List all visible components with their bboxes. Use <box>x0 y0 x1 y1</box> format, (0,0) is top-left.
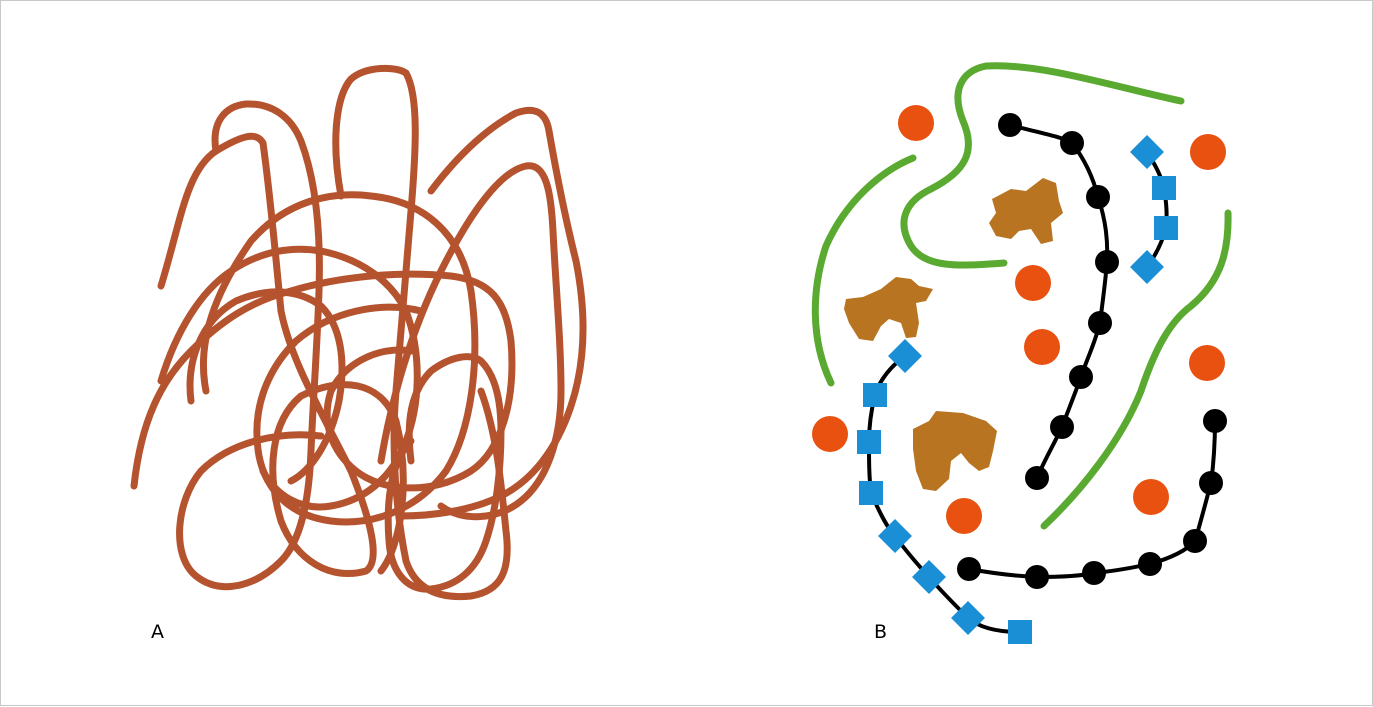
panel-a-scribble <box>130 64 587 601</box>
chain-node <box>1050 415 1074 439</box>
blue-marker <box>912 560 946 594</box>
chain-node <box>957 557 981 581</box>
chain-node <box>1203 409 1227 433</box>
blue-marker <box>1130 250 1164 284</box>
orange-dot <box>1190 134 1226 170</box>
orange-dot <box>898 105 934 141</box>
blue-marker <box>951 601 985 635</box>
chain-line <box>1145 150 1169 269</box>
chain-node <box>1138 552 1162 576</box>
orange-dots <box>812 105 1226 534</box>
green-line <box>900 62 1185 269</box>
brown-blob <box>989 178 1063 244</box>
scribble-stroke <box>157 245 421 511</box>
orange-dot <box>1133 479 1169 515</box>
chain-node <box>1088 311 1112 335</box>
orange-dot <box>1015 265 1051 301</box>
chain-node <box>1199 471 1223 495</box>
panel-a-label: A <box>151 621 164 643</box>
chain-node <box>998 113 1022 137</box>
blue-marker <box>863 383 887 407</box>
chain-node <box>1060 131 1084 155</box>
scribble-stroke <box>397 106 587 520</box>
blue-marker <box>1152 176 1176 200</box>
scribble-stroke <box>377 162 565 521</box>
chain-line <box>967 419 1217 580</box>
orange-dot <box>1189 345 1225 381</box>
chain-node <box>1183 529 1207 553</box>
orange-dot <box>1024 329 1060 365</box>
scribble-stroke <box>176 100 325 591</box>
brown-blob <box>844 277 933 341</box>
blue-marker <box>1154 216 1178 240</box>
scribble-stroke <box>157 132 407 578</box>
scribble-stroke <box>384 353 505 593</box>
panel-b-label: B <box>874 621 888 643</box>
chain-node <box>1086 185 1110 209</box>
panel-b-diagram <box>811 62 1232 644</box>
blue-marker <box>1130 135 1164 169</box>
blue-chain-2 <box>857 339 1032 644</box>
chain-node <box>1082 561 1106 585</box>
brown-blob <box>913 411 997 491</box>
chain-line <box>866 354 1022 634</box>
brown-blobs <box>844 178 1063 491</box>
green-line <box>811 154 917 387</box>
blue-marker <box>859 481 883 505</box>
blue-marker <box>857 430 881 454</box>
scribble-stroke <box>199 191 479 526</box>
orange-dot <box>812 416 848 452</box>
green-line <box>1040 209 1232 530</box>
blue-chain-1 <box>1130 135 1178 284</box>
black-chain-2 <box>957 409 1227 589</box>
chain-node <box>1025 466 1049 490</box>
chain-node <box>1095 250 1119 274</box>
blue-marker <box>1008 620 1032 644</box>
blue-marker <box>888 339 922 373</box>
blue-marker <box>878 519 912 553</box>
chain-node <box>1069 365 1093 389</box>
chain-node <box>1025 565 1049 589</box>
scribble-stroke <box>186 288 346 485</box>
black-chain-1 <box>998 113 1119 490</box>
orange-dot <box>946 498 982 534</box>
